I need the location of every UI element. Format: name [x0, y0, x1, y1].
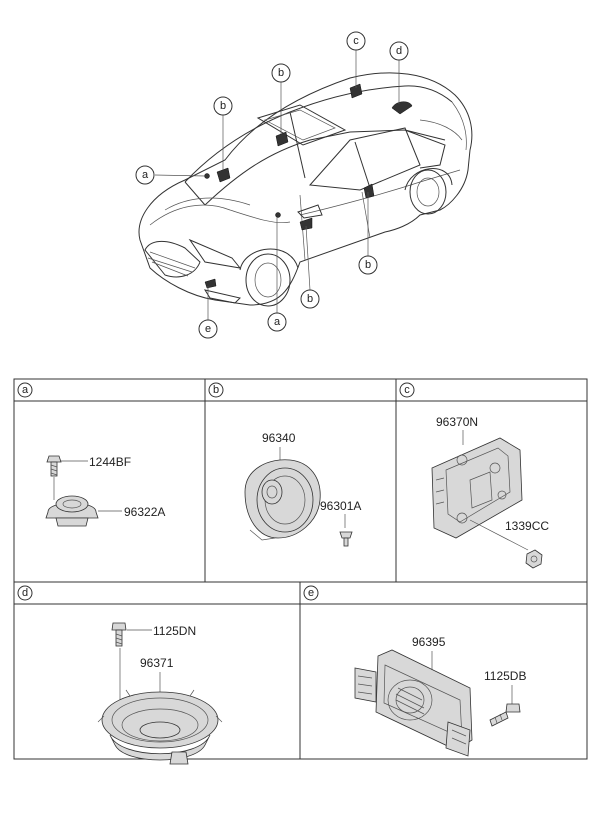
part-label-96340: 96340	[262, 431, 296, 445]
bracket-96370n	[431, 437, 523, 539]
callout-d-label: d	[396, 45, 402, 57]
section-e-callout	[303, 585, 319, 601]
callout-c-label: c	[353, 35, 359, 47]
callout-a	[135, 165, 155, 185]
callout-b-label: b	[307, 293, 313, 305]
speaker-marker-b-front	[216, 167, 231, 183]
section-d-parts: 1125DN 96371	[97, 622, 223, 765]
speaker-marker-b-door	[363, 183, 375, 199]
callout-b-label: b	[365, 259, 371, 271]
section-b-callout	[208, 382, 224, 398]
speaker-marker-d	[391, 101, 413, 115]
amplifier-96395	[354, 649, 473, 757]
part-label-96370n: 96370N	[436, 415, 478, 429]
clip-96301a	[339, 531, 353, 547]
section-c-parts: 96370N 1339CC	[431, 415, 549, 569]
section-b-parts: 96340 96301A	[244, 431, 361, 547]
callout-b	[271, 63, 291, 83]
speaker-marker-e	[204, 278, 217, 289]
callout-a	[267, 312, 287, 332]
nut-1339cc	[525, 549, 543, 569]
part-label-1125dn: 1125DN	[153, 624, 196, 638]
callout-b	[358, 255, 378, 275]
part-label-96301a: 96301A	[320, 499, 361, 513]
section-d-letter: d	[22, 587, 28, 599]
speaker-96340	[244, 459, 321, 541]
callout-b	[300, 289, 320, 309]
part-label-96322a: 96322A	[124, 505, 165, 519]
parts-table	[13, 378, 588, 760]
section-b-letter: b	[213, 384, 219, 396]
part-label-1125db: 1125DB	[484, 669, 526, 683]
section-c-callout	[399, 382, 415, 398]
section-a-letter: a	[22, 384, 29, 396]
part-label-1244bf: 1244BF	[89, 455, 131, 469]
bolt-1125db	[489, 703, 521, 727]
section-a-callout	[17, 382, 33, 398]
speaker-marker-b-top	[275, 131, 289, 147]
part-label-96395: 96395	[412, 635, 446, 649]
car-illustration: a b b c d b b a e	[135, 31, 473, 339]
section-a-parts: 1244BF 96322A	[45, 455, 165, 527]
callout-b	[213, 96, 233, 116]
tweeter-96322a	[45, 495, 99, 527]
callout-c	[346, 31, 366, 51]
bolt-1125dn	[111, 622, 127, 647]
bolt-1244bf	[46, 455, 62, 477]
callout-d	[389, 41, 409, 61]
callout-b-label: b	[278, 67, 284, 79]
section-headers: a b c d e	[17, 382, 415, 601]
callout-e	[198, 319, 218, 339]
part-label-1339cc: 1339CC	[505, 519, 549, 533]
part-label-96371: 96371	[140, 656, 174, 670]
speaker-marker-a-left	[204, 173, 210, 179]
section-e-letter: e	[308, 587, 314, 599]
callout-a-label: a	[142, 169, 149, 181]
callout-e-label: e	[205, 323, 211, 335]
speaker-marker-a-right	[275, 212, 281, 218]
section-e-parts: 96395 1125DB	[354, 635, 526, 757]
woofer-96371	[97, 689, 223, 765]
speaker-marker-b-frontdoor	[299, 217, 313, 231]
callout-b-label: b	[220, 100, 226, 112]
callout-a-label: a	[274, 316, 281, 328]
section-d-callout	[17, 585, 33, 601]
speaker-marker-c	[349, 83, 363, 99]
section-c-letter: c	[404, 384, 410, 396]
